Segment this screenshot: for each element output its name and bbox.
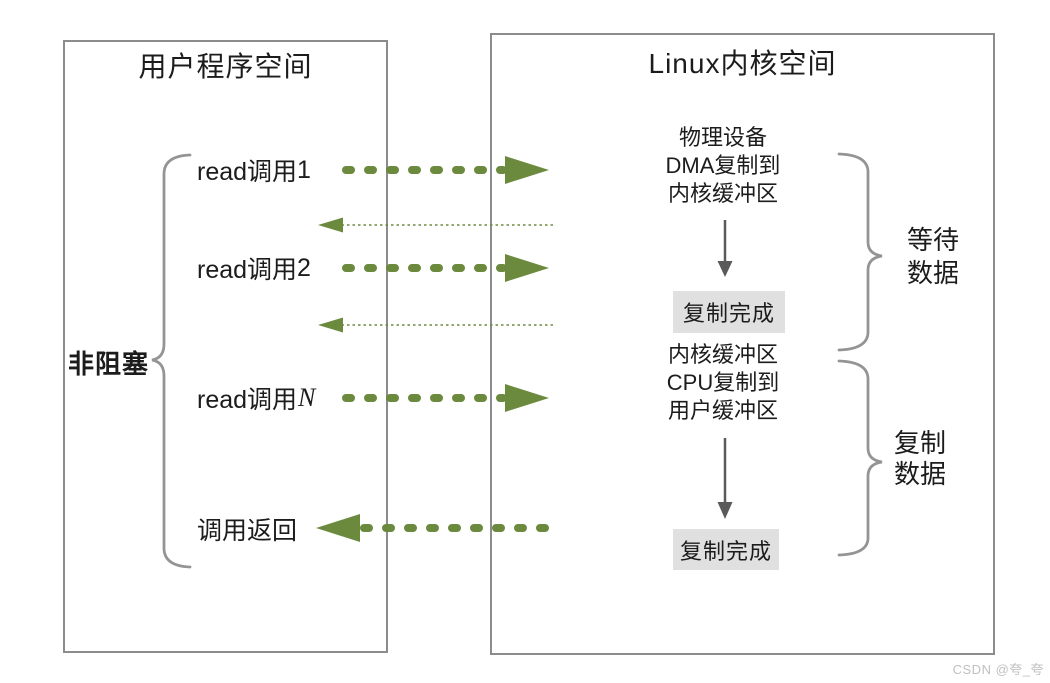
call-return-text: 调用返回 xyxy=(197,517,298,545)
dma-down-arrowhead-icon xyxy=(717,261,733,277)
cpu-copy-stage-text: 内核缓冲区 CPU复制到 用户缓冲区 xyxy=(613,341,833,425)
copy-done-1-text: 复制完成 xyxy=(682,301,775,326)
read-call-1-text: read调用 xyxy=(197,158,298,186)
kernel-space-title: Linux内核空间 xyxy=(648,48,837,79)
copy-done-box-1: 复制完成 xyxy=(673,291,785,333)
stage1-line-2: DMA复制到 xyxy=(665,153,781,178)
stage2-line-3: 用户缓冲区 xyxy=(667,398,778,423)
user-space-box xyxy=(63,40,388,653)
copy-data-brace xyxy=(837,359,883,557)
read-call-1-arrowhead-icon xyxy=(505,156,549,184)
copy-done-2-text: 复制完成 xyxy=(679,538,772,564)
copy-data-label: 复制 数据 xyxy=(882,428,958,490)
stage1-line-1: 物理设备 xyxy=(678,125,767,150)
kernel-space-box xyxy=(490,33,995,655)
call-return-arrowhead-icon xyxy=(316,514,360,542)
read-call-n-text: read调用 xyxy=(197,386,298,414)
read-call-n-number: N xyxy=(298,383,316,412)
read-call-1-number: 1 xyxy=(297,155,311,184)
stage2-line-2: CPU复制到 xyxy=(666,370,780,395)
wait-data-line-2: 数据 xyxy=(906,258,959,288)
cpu-down-arrowhead-icon xyxy=(717,502,733,519)
read-call-2-arrowhead-icon xyxy=(505,254,549,282)
non-blocking-label: 非阻塞 xyxy=(68,349,150,379)
no-data-return-1-arrowhead-icon xyxy=(318,217,343,233)
user-space-title: 用户程序空间 xyxy=(138,51,313,82)
stage2-line-1: 内核缓冲区 xyxy=(667,342,778,367)
copy-data-line-1: 复制 xyxy=(893,428,946,458)
wait-data-brace xyxy=(837,152,883,352)
read-call-2-text: read调用 xyxy=(197,256,298,284)
read-call-2-number: 2 xyxy=(297,253,311,282)
stage1-line-3: 内核缓冲区 xyxy=(667,181,778,206)
wait-data-label: 等待 数据 xyxy=(895,224,971,290)
non-blocking-brace xyxy=(151,153,192,569)
copy-done-box-2: 复制完成 xyxy=(673,529,779,570)
dma-copy-stage-text: 物理设备 DMA复制到 内核缓冲区 xyxy=(613,124,833,208)
no-data-return-2-arrowhead-icon xyxy=(318,317,343,333)
call-return-label: 调用返回 xyxy=(197,512,297,546)
wait-data-line-1: 等待 xyxy=(906,225,959,255)
read-call-n-arrowhead-icon xyxy=(505,384,549,412)
copy-data-line-2: 数据 xyxy=(893,459,946,489)
watermark-text: CSDN @夸_夸 xyxy=(952,662,1044,677)
